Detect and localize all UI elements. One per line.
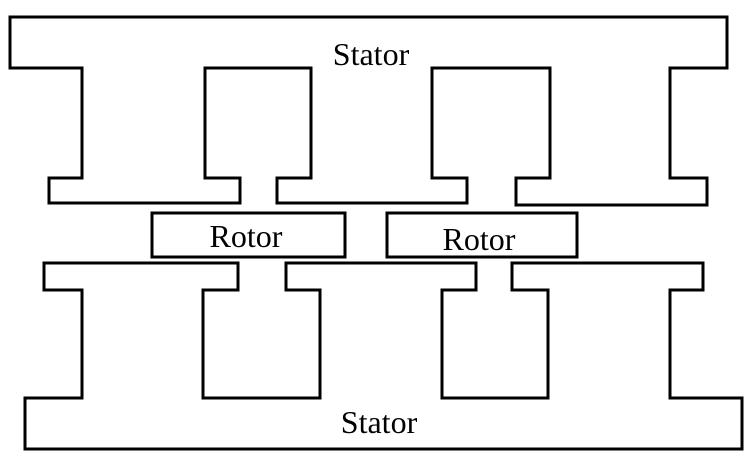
rotor-left-label: Rotor	[210, 218, 283, 254]
bottom-stator-outline	[23, 261, 744, 451]
stator-bottom-label: Stator	[341, 404, 418, 440]
stator-top-label: Stator	[333, 36, 410, 72]
rotor-right-label: Rotor	[443, 221, 516, 257]
top-stator-outline	[8, 15, 729, 207]
rotor-left-outline	[150, 211, 347, 259]
rotor-right-outline	[385, 211, 579, 259]
